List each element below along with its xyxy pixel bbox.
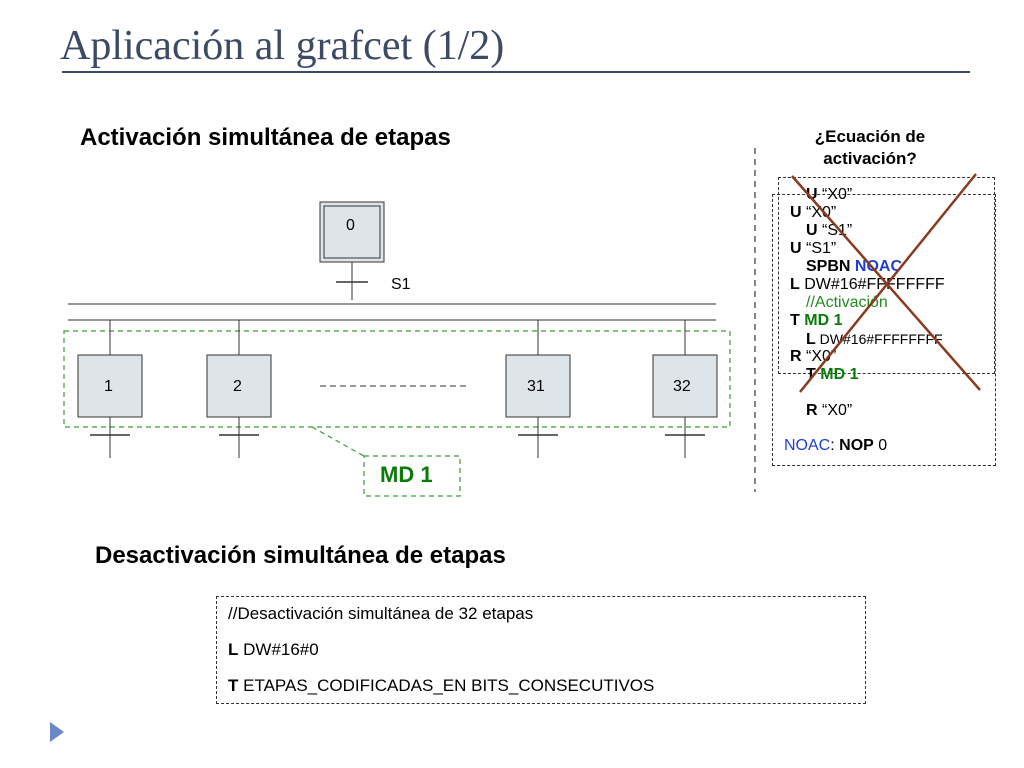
equation-code-box: [772, 194, 996, 466]
step-32-label: 32: [673, 378, 691, 395]
transition-label: S1: [391, 276, 411, 293]
md1-label: MD 1: [380, 462, 433, 487]
md1-label-box: [363, 455, 461, 497]
md1-group-outline: [63, 330, 731, 428]
initial-step-inner: [323, 205, 381, 259]
step-31-box: [505, 354, 571, 418]
code-line-7: R “X0”: [790, 348, 837, 365]
step-1-box: [77, 354, 143, 418]
step-32-box: [652, 354, 718, 418]
next-slide-arrow-icon[interactable]: [50, 722, 64, 742]
step-31-label: 31: [527, 378, 545, 395]
cross-out-icon: [791, 173, 981, 393]
back-code-line-5: L DW#16#FFFFFFFF: [806, 331, 943, 348]
back-code-line-6: T MD 1: [806, 366, 859, 383]
equation-question: ¿Ecuación de activación?: [814, 127, 926, 168]
step-1-label: 1: [104, 378, 113, 395]
deactivation-line-3: T ETAPAS_CODIFICADAS_EN BITS_CONSECUTIVO…: [228, 676, 655, 695]
crossed-code-box: [778, 177, 995, 374]
code-line-2: U “S1”: [790, 240, 837, 257]
slide-title: Aplicación al grafcet (1/2): [60, 23, 505, 69]
md1-pointer: [311, 426, 365, 457]
initial-step-box: [319, 201, 385, 263]
step-2-box: [206, 354, 272, 418]
step-2-label: 2: [233, 378, 242, 395]
activation-heading: Activación simultánea de etapas: [80, 124, 451, 151]
initial-step-label: 0: [346, 217, 355, 234]
deactivation-code-box: [216, 596, 866, 704]
deactivation-line-2: L DW#16#0: [228, 640, 319, 659]
deactivation-heading: Desactivación simultánea de etapas: [95, 542, 506, 569]
deactivation-comment: //Desactivación simultánea de 32 etapas: [228, 604, 534, 623]
code-line-noac: NOAC: NOP 0: [784, 437, 888, 454]
code-line-6: T MD 1: [790, 312, 843, 329]
title-underline: [62, 71, 970, 73]
grafcet-diagram: [63, 148, 756, 497]
code-line-4: L DW#16#FFFFFFFF: [790, 276, 945, 293]
code-line-r: R “X0”: [806, 402, 853, 419]
